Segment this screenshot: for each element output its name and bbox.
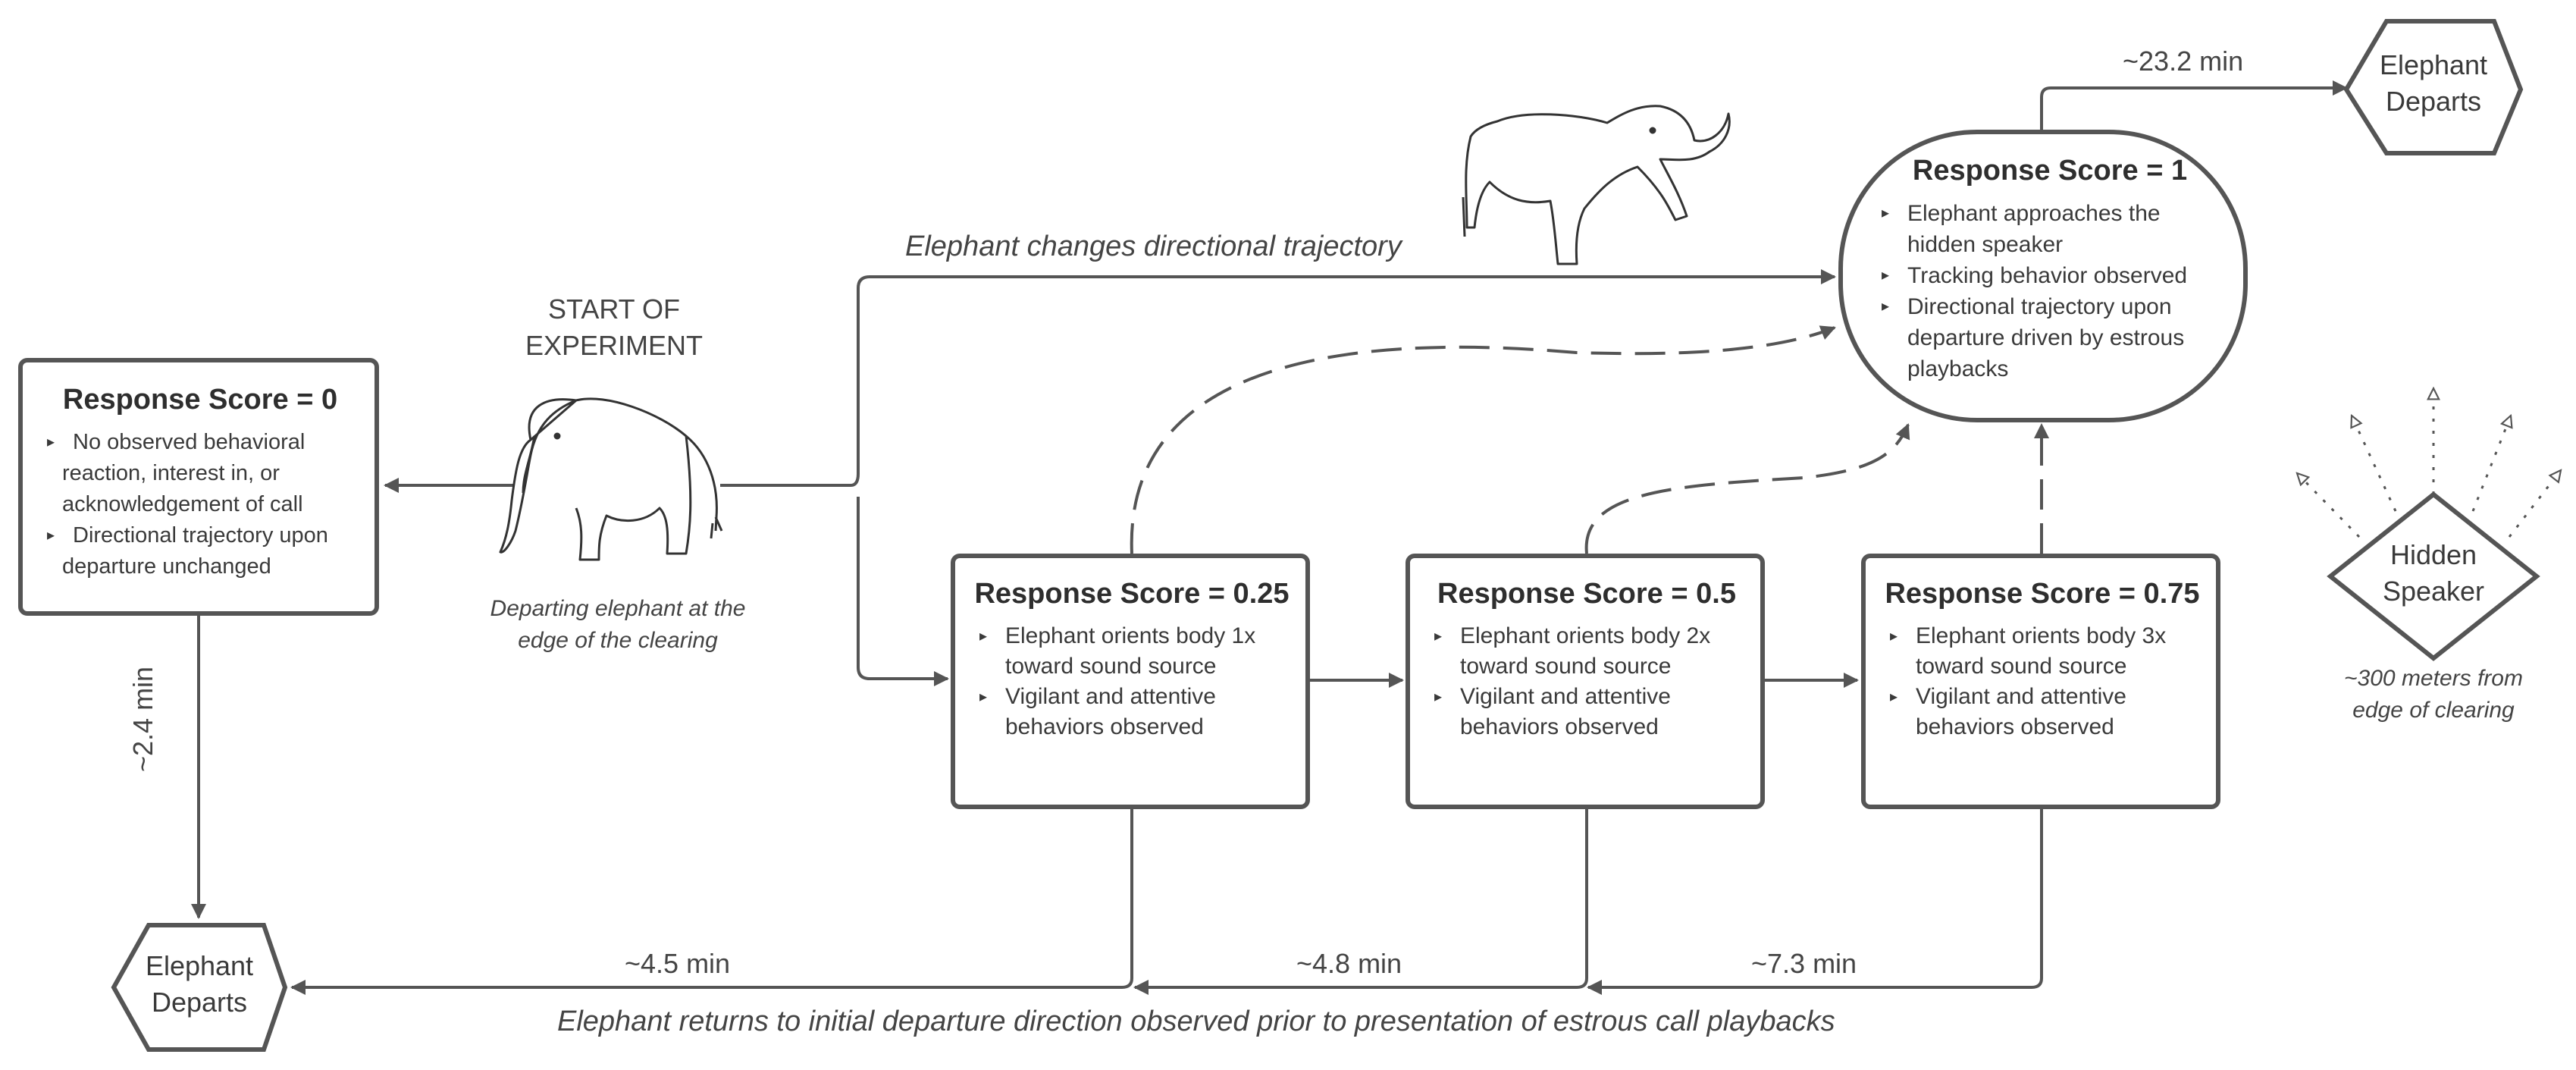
list-item: playbacks — [1907, 356, 2009, 381]
list-item: Vigilant and attentive — [1884, 682, 2201, 712]
start-label: START OF EXPERIMENT — [500, 291, 728, 364]
list-item: behaviors observed — [1005, 714, 1204, 739]
elephant-raised-trunk-icon — [1462, 105, 1731, 265]
start-line2: EXPERIMENT — [525, 330, 704, 361]
departing-caption: Departing elephant at the edge of the cl… — [470, 593, 766, 657]
trajectory-label: Elephant changes directional trajectory — [905, 231, 1402, 262]
list-item: departure driven by estrous — [1907, 325, 2185, 350]
speaker-caption-line2: edge of clearing — [2352, 698, 2515, 723]
departs-left-line2: Departs — [151, 987, 248, 1018]
list-item: Elephant orients body 1x — [973, 621, 1290, 651]
score0-title: Response Score = 0 — [62, 384, 338, 416]
time-4-5: ~4.5 min — [625, 948, 731, 979]
score05-box: Response Score = 0.5 Elephant orients bo… — [1406, 554, 1765, 809]
list-item: No observed behavioral — [41, 427, 359, 458]
list-item: acknowledgement of call — [62, 492, 303, 516]
sound-wave-arrows-icon — [2297, 388, 2561, 538]
departs-right-label: Elephant Departs — [2346, 47, 2521, 120]
score0-list: No observed behavioral reaction, interes… — [41, 427, 359, 582]
list-item: Directional trajectory upon — [1876, 291, 2224, 322]
speaker-caption: ~300 meters from edge of clearing — [2327, 663, 2540, 726]
score1-title: Response Score = 1 — [1912, 155, 2188, 187]
list-item: behaviors observed — [1460, 714, 1659, 739]
speaker-diamond — [2327, 491, 2540, 661]
speaker-caption-line1: ~300 meters from — [2344, 666, 2523, 691]
speaker-line1: Hidden — [2390, 539, 2477, 570]
score025-list: Elephant orients body 1x toward sound so… — [973, 621, 1290, 742]
elephant-walking-icon — [499, 397, 723, 561]
time-2-4: ~2.4 min — [127, 666, 158, 772]
departing-caption-line2: edge of the clearing — [518, 628, 718, 653]
score025-box: Response Score = 0.25 Elephant orients b… — [951, 554, 1310, 809]
departs-left-shape — [111, 923, 288, 1052]
speaker-label: Hidden Speaker — [2350, 537, 2517, 610]
list-item: Tracking behavior observed — [1876, 260, 2224, 291]
score05-list: Elephant orients body 2x toward sound so… — [1428, 621, 1745, 742]
dashed-05-to-score1 — [1584, 423, 1910, 554]
list-item: behaviors observed — [1916, 714, 2114, 739]
dashed-025-to-score1 — [1130, 325, 1836, 554]
list-item: Directional trajectory upon — [41, 520, 359, 551]
score0-box: Response Score = 0 No observed behaviora… — [18, 358, 379, 616]
list-item: departure unchanged — [62, 554, 271, 579]
return-025 — [290, 809, 1133, 995]
score075-title: Response Score = 0.75 — [1885, 578, 2200, 610]
branch-lower — [857, 497, 949, 686]
list-item: hidden speaker — [1907, 232, 2064, 257]
time-23-2: ~23.2 min — [2123, 45, 2244, 77]
score075-list: Elephant orients body 3x toward sound so… — [1884, 621, 2201, 742]
return-075 — [1587, 809, 2043, 995]
time-4-8: ~4.8 min — [1296, 948, 1402, 979]
departs-left-line1: Elephant — [145, 950, 254, 981]
list-item: toward sound source — [1005, 654, 1217, 679]
start-line1: START OF — [547, 293, 681, 325]
list-item: Vigilant and attentive — [973, 682, 1290, 712]
list-item: Elephant orients body 2x — [1428, 621, 1745, 651]
score1-content: Response Score = 1 Elephant approaches t… — [1876, 155, 2224, 384]
departing-caption-line1: Departing elephant at the — [490, 596, 746, 621]
departs-right-line1: Elephant — [2379, 49, 2488, 80]
list-item: Elephant approaches the — [1876, 198, 2224, 229]
list-item: reaction, interest in, or — [62, 461, 280, 485]
list-item: Elephant orients body 3x — [1884, 621, 2201, 651]
departs-right-shape — [2343, 19, 2524, 155]
time-7-3: ~7.3 min — [1751, 948, 1857, 979]
list-item: Vigilant and attentive — [1428, 682, 1745, 712]
score025-title: Response Score = 0.25 — [974, 578, 1290, 610]
score075-box: Response Score = 0.75 Elephant orients b… — [1861, 554, 2220, 809]
departs-right-line2: Departs — [2385, 86, 2482, 117]
score1-list: Elephant approaches the hidden speaker T… — [1876, 198, 2224, 384]
returns-label: Elephant returns to initial departure di… — [557, 1006, 1835, 1037]
list-item: toward sound source — [1460, 654, 1672, 679]
return-05 — [1133, 809, 1588, 995]
departs-left-label: Elephant Departs — [114, 948, 285, 1021]
score05-title: Response Score = 0.5 — [1437, 578, 1736, 610]
list-item: toward sound source — [1916, 654, 2127, 679]
branch-bracket — [850, 269, 1836, 487]
speaker-line2: Speaker — [2382, 576, 2485, 607]
arrow-score1-to-departs — [2040, 80, 2348, 130]
